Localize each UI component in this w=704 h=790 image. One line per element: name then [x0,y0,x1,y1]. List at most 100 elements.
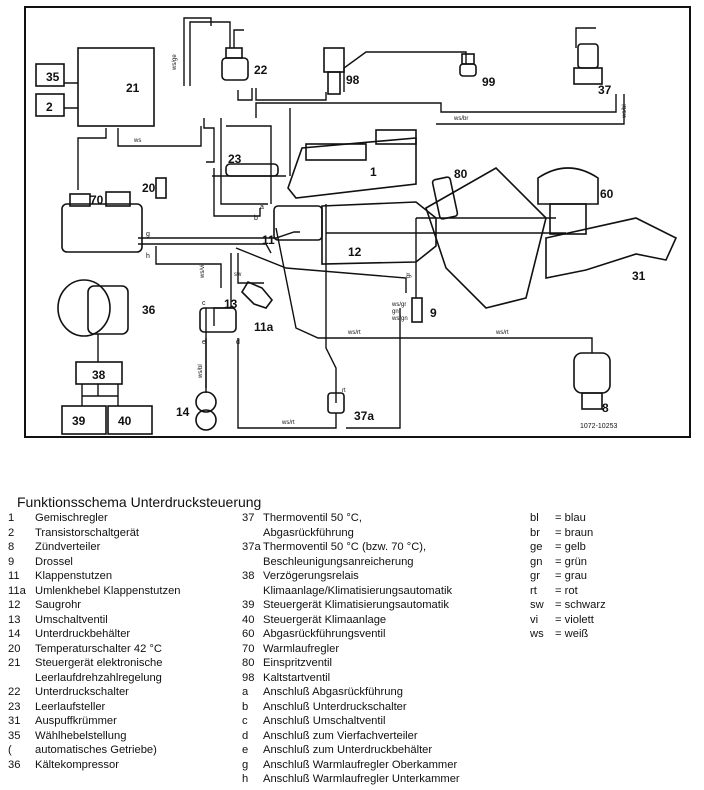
vacuum-lines [64,17,625,429]
regulator-1-cap [375,129,417,145]
legend-item-text: Steuergerät elektronische [35,657,163,669]
legend-item-number: 35 [8,729,21,742]
legend-item-number: 14 [8,628,21,640]
legend-item: br = braun [530,526,606,541]
wire-gn: gn [392,309,399,315]
label-20: 20 [142,181,156,195]
legend-item-number: sw [530,599,544,611]
label-8: 8 [602,401,609,415]
legend-item-number [8,671,35,686]
legend-item: 35 Wählhebelstellung [8,729,181,744]
switch-20 [155,177,167,199]
legend-item-text: = braun [555,526,594,539]
port-h: h [146,253,150,260]
legend-item-text: Anschluß Warmlaufregler Oberkammer [263,758,458,771]
legend-item-number [242,526,263,541]
legend-item-number: br [530,526,540,539]
legend-item-text: Thermoventil 50 °C, [263,512,362,524]
legend-item-text: Warmlaufregler [263,642,340,655]
legend-item-text: Wählhebelstellung [35,729,127,742]
legend-item-text: Steuergerät Klimaanlage [263,613,387,626]
diagram-code: 1072-10253 [580,423,617,430]
legend-item-number: 36 [8,758,21,771]
legend-item: sw = schwarz [530,598,606,613]
legend-item-number: 8 [8,541,15,553]
legend-item-text: Verzögerungsrelais [263,570,359,582]
label-9: 9 [430,306,437,320]
throttle-11 [273,205,323,241]
legend-item-number: 80 [242,657,255,669]
distributor-8 [573,352,611,394]
legend-item-text: automatisches Getriebe) [35,744,157,756]
label-2: 2 [46,100,53,114]
valve-37a [327,392,345,414]
legend-item-text: Umschaltventil [35,613,108,626]
legend-item-text: Umlenkhebel Klappenstutzen [35,584,181,597]
distributor-8-base [581,392,603,410]
label-35: 35 [46,70,60,84]
legend-item-number [242,584,263,599]
port-c: c [202,300,206,307]
label-36: 36 [142,303,156,317]
box-39 [61,405,107,435]
legend-item-number: vi [530,613,539,626]
legend-item-text: Thermoventil 50 °C (bzw. 70 °C), [263,541,427,553]
legend-item-text: Steuergerät Klimatisierungsautomatik [263,599,449,611]
label-99: 99 [482,75,496,89]
legend-item-text: Leerlaufsteller [35,700,106,713]
legend-item-text: = blau [555,512,586,524]
compressor-36 [57,279,111,337]
part-99-top [461,53,475,65]
regulator-1-top [305,143,367,161]
wire-ws: ws [133,138,141,144]
wire-sw: sw [234,272,242,278]
legend-item-text: = grau [555,570,588,582]
legend-item-text: Klimaanlage/Klimatisierungsautomatik [263,584,453,597]
legend-item-number: 39 [242,599,255,611]
legend-item-number: ge [530,541,543,553]
legend-item: vi= violett [530,613,606,628]
legend-item-text: Anschluß zum Vierfachverteiler [263,729,418,742]
legend-item: Leerlaufdrehzahlregelung [8,671,181,686]
port-d: d [236,339,240,346]
legend-item-number: 60 [242,628,255,640]
box-35 [35,63,65,87]
regulator-1 [287,137,417,199]
legend-item-text: Gemischregler [35,512,108,524]
valve-98-body [327,71,341,95]
label-21: 21 [126,81,140,95]
wire-ws-gr: ws/gr [391,302,406,308]
legend-item-text: Drossel [35,555,73,568]
legend-item-number: ( [8,744,12,756]
legend-item-number: 38 [242,570,255,582]
legend-item-text: = schwarz [555,599,606,611]
legend-item-number: e [242,744,249,756]
legend-item-text: Einspritzventil [263,657,333,669]
wire-gr: gr [406,273,412,278]
legend-item-text: Abgasrückführungsventil [263,628,386,640]
legend-item-text: Anschluß Umschaltventil [263,715,386,727]
vacuum-diagram: 1 35 2 21 22 98 99 37 23 20 70 80 60 11 … [35,17,678,435]
legend-item: Beschleunigungsanreicherung [242,555,460,570]
label-11a: 11a [254,320,274,334]
legend-item-number: 11 [8,570,20,582]
cylinder-head [425,167,547,309]
box-38 [75,361,123,385]
legend-item: ( automatisches Getriebe) [8,743,181,758]
wire-rt: rt [342,388,346,394]
manifold-31 [545,217,678,279]
legend-item-number: 37 [242,512,255,524]
legend-item-text: Transistorschaltgerät [35,526,140,539]
label-13: 13 [224,297,238,311]
